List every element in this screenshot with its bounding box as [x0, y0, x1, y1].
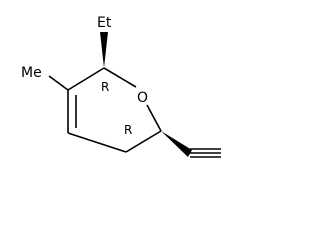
wedge-bond-ethynyl — [161, 131, 192, 157]
ethyl-label: Et — [97, 15, 112, 31]
bond-c3-methyl — [48, 75, 69, 91]
stereo-descriptor-c2: R — [101, 80, 109, 94]
bond-c2-o — [103, 67, 137, 88]
wedge-bond-ethyl — [100, 32, 108, 68]
bond-c6-c5 — [125, 130, 162, 153]
molecule-structure: Et Me O R R — [21, 15, 221, 158]
bond-o-c6 — [146, 104, 162, 132]
ring-oxygen-label: O — [137, 90, 148, 106]
bond-c5-c4 — [67, 132, 127, 153]
methyl-label: Me — [21, 65, 42, 81]
stereo-descriptor-c6: R — [124, 123, 132, 137]
bond-c3-c2 — [67, 67, 105, 91]
